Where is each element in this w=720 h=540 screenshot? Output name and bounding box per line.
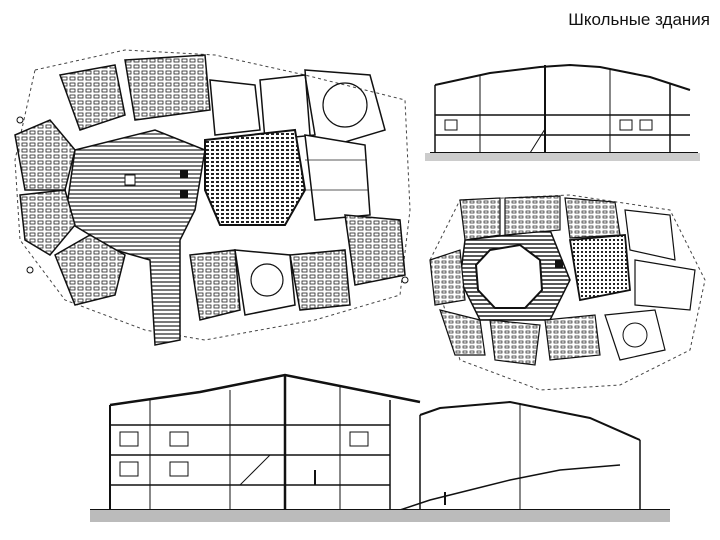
floor-plan-drawing-icon bbox=[14, 49, 411, 346]
floor-plan-drawing-icon bbox=[429, 194, 706, 391]
slide-title: Школьные здания bbox=[568, 10, 710, 29]
lower-section bbox=[90, 370, 670, 530]
section-drawing-icon bbox=[425, 63, 700, 161]
large-floor-plan bbox=[5, 40, 415, 360]
upper-section bbox=[420, 55, 700, 165]
section-drawing-icon bbox=[90, 373, 670, 522]
small-floor-plan bbox=[420, 190, 710, 400]
